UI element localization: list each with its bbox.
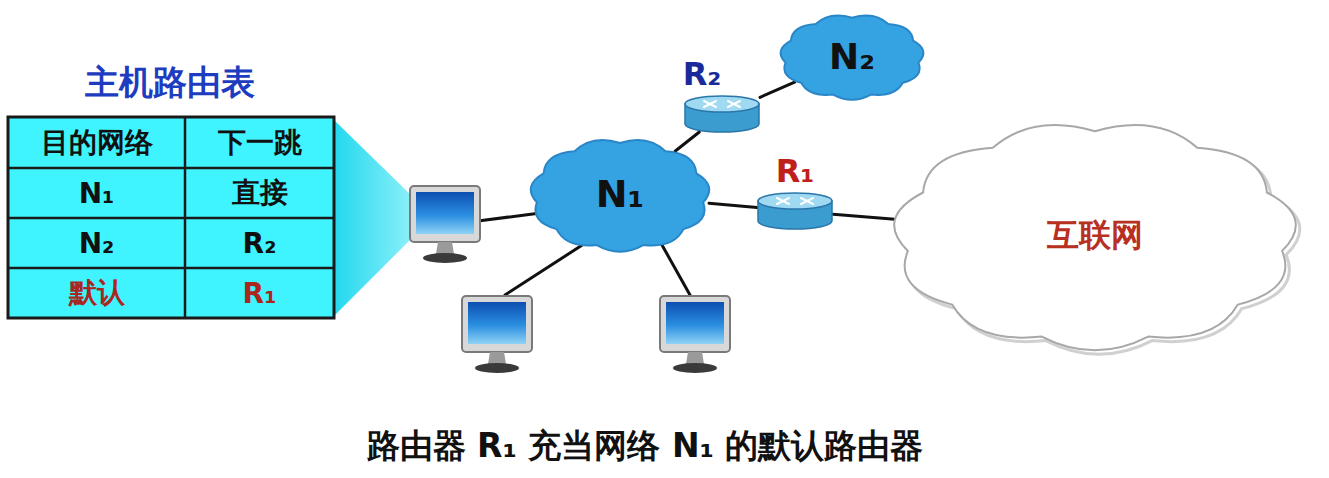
router-icon <box>757 193 833 229</box>
router: R₂ <box>684 96 760 132</box>
router-top <box>758 193 832 209</box>
cloud-outline <box>781 16 924 100</box>
router-arrow <box>728 101 740 107</box>
network-cloud: N₂ <box>772 8 932 106</box>
table-cell: R₁ <box>185 268 334 318</box>
routing-table-grid <box>8 117 334 318</box>
router-label: R₁ <box>776 154 815 189</box>
table-cell: 目的网络 <box>8 117 185 168</box>
router-label: R₂ <box>683 57 722 92</box>
drawing-part <box>8 167 334 170</box>
network-label: N₂ <box>829 37 875 77</box>
figure-caption: 路由器 R₁ 充当网络 N₁ 的默认路由器 <box>0 424 1290 469</box>
cloud-outline <box>894 125 1296 350</box>
drawing-part <box>8 267 334 270</box>
host-computer <box>410 186 480 263</box>
router-top <box>685 96 759 112</box>
router-arrow <box>777 198 789 204</box>
table-title: 主机路由表 <box>40 60 300 106</box>
drawing-part <box>505 240 590 295</box>
drawing-part <box>662 245 690 295</box>
network-label: 互联网 <box>1047 218 1143 253</box>
table-cell: 直接 <box>185 168 334 218</box>
router: R₁ <box>757 193 833 229</box>
network-label: N₁ <box>596 174 644 216</box>
table-cell: 下一跳 <box>185 117 334 168</box>
network-link <box>760 82 795 97</box>
host-computer <box>462 296 532 373</box>
network-link <box>675 132 699 151</box>
table-cell: N₂ <box>8 218 185 268</box>
router-icon <box>684 96 760 132</box>
table-callout <box>334 120 414 316</box>
router-arrow <box>777 198 789 204</box>
router-arrow <box>801 198 813 204</box>
table-cell: R₂ <box>185 218 334 268</box>
host-computer <box>660 296 730 373</box>
drawing-part <box>8 117 334 318</box>
table-cell: N₁ <box>8 168 185 218</box>
drawing-part <box>8 217 334 220</box>
network-cloud: N₁ <box>520 130 720 260</box>
router-arrow <box>801 198 813 204</box>
drawing-part <box>184 117 187 318</box>
internet-cloud: 互联网 <box>870 105 1320 367</box>
router-arrow <box>704 101 716 107</box>
network-link <box>709 203 757 207</box>
cloud-outline <box>531 140 709 252</box>
table-cell: 默认 <box>8 268 185 318</box>
network-link <box>833 214 895 219</box>
router-arrow <box>704 101 716 107</box>
router-arrow <box>728 101 740 107</box>
